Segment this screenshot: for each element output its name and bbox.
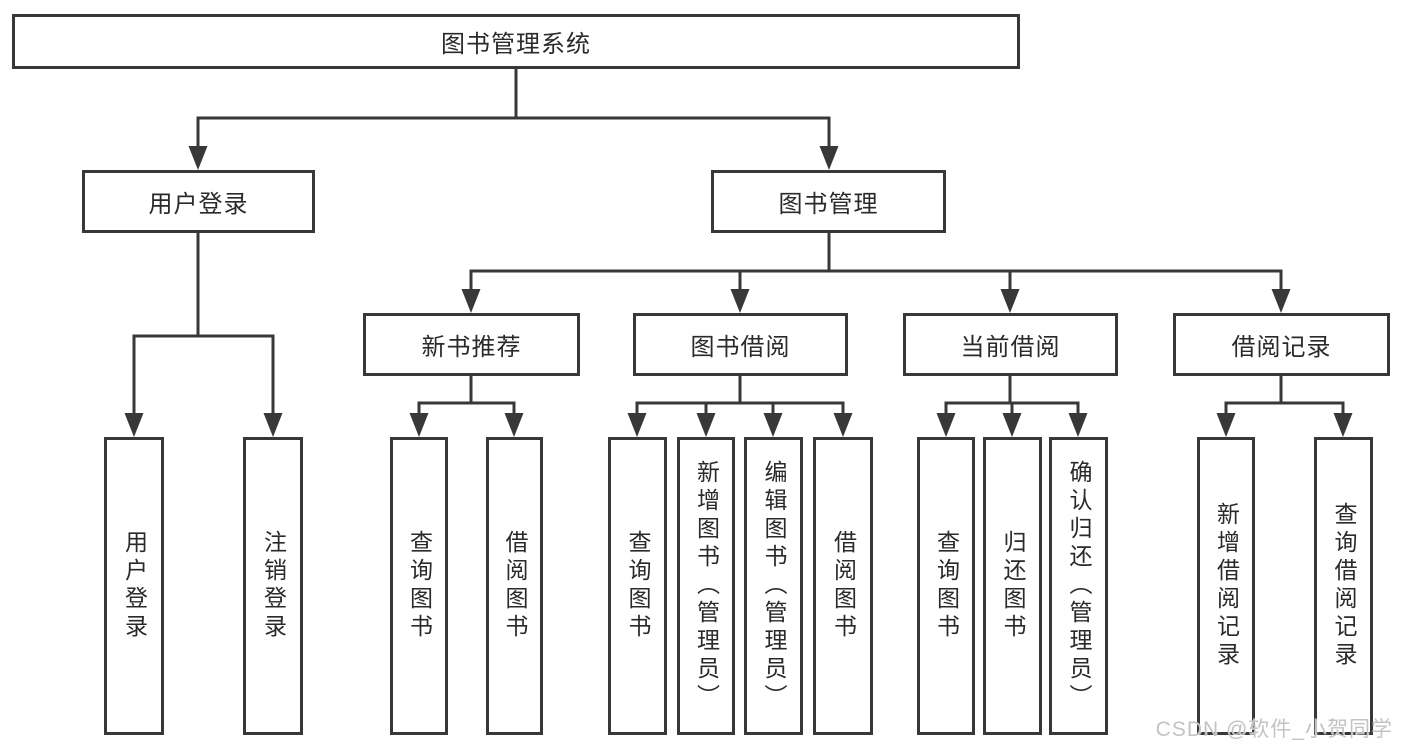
node-borrow-records: 借阅记录 bbox=[1173, 313, 1390, 376]
node-new-book-recommend-label: 新书推荐 bbox=[421, 334, 522, 361]
node-current-borrow-label: 当前借阅 bbox=[960, 334, 1061, 361]
node-borrow-records-label: 借阅记录 bbox=[1231, 334, 1332, 361]
leaf-add-book-admin: 新增图书（管理员） bbox=[677, 437, 735, 735]
node-user-login: 用户登录 bbox=[82, 170, 315, 233]
watermark: CSDN @软件_小贺同学 bbox=[1155, 718, 1393, 741]
leaf-user-login: 用户登录 bbox=[104, 437, 164, 735]
leaf-query-books-recommend: 查询图书 bbox=[390, 437, 448, 735]
leaf-query-borrow-record: 查询借阅记录 bbox=[1314, 437, 1373, 735]
leaf-borrow-books-recommend: 借阅图书 bbox=[486, 437, 543, 735]
leaf-query-books-current: 查询图书 bbox=[917, 437, 975, 735]
leaf-query-books-borrow: 查询图书 bbox=[608, 437, 667, 735]
leaf-add-borrow-record: 新增借阅记录 bbox=[1197, 437, 1255, 735]
leaf-borrow-books: 借阅图书 bbox=[813, 437, 873, 735]
node-book-borrow-label: 图书借阅 bbox=[690, 334, 791, 361]
node-root-label: 图书管理系统 bbox=[441, 31, 591, 58]
leaf-confirm-return-admin: 确认归还（管理员） bbox=[1049, 437, 1108, 735]
node-book-borrow: 图书借阅 bbox=[633, 313, 848, 376]
node-new-book-recommend: 新书推荐 bbox=[363, 313, 580, 376]
node-current-borrow: 当前借阅 bbox=[903, 313, 1118, 376]
node-book-management-label: 图书管理 bbox=[778, 191, 879, 218]
leaf-edit-book-admin: 编辑图书（管理员） bbox=[744, 437, 803, 735]
node-root: 图书管理系统 bbox=[12, 14, 1020, 69]
leaf-return-book: 归还图书 bbox=[983, 437, 1042, 735]
leaf-logout: 注销登录 bbox=[243, 437, 303, 735]
node-user-login-label: 用户登录 bbox=[148, 191, 249, 218]
node-book-management: 图书管理 bbox=[711, 170, 946, 233]
